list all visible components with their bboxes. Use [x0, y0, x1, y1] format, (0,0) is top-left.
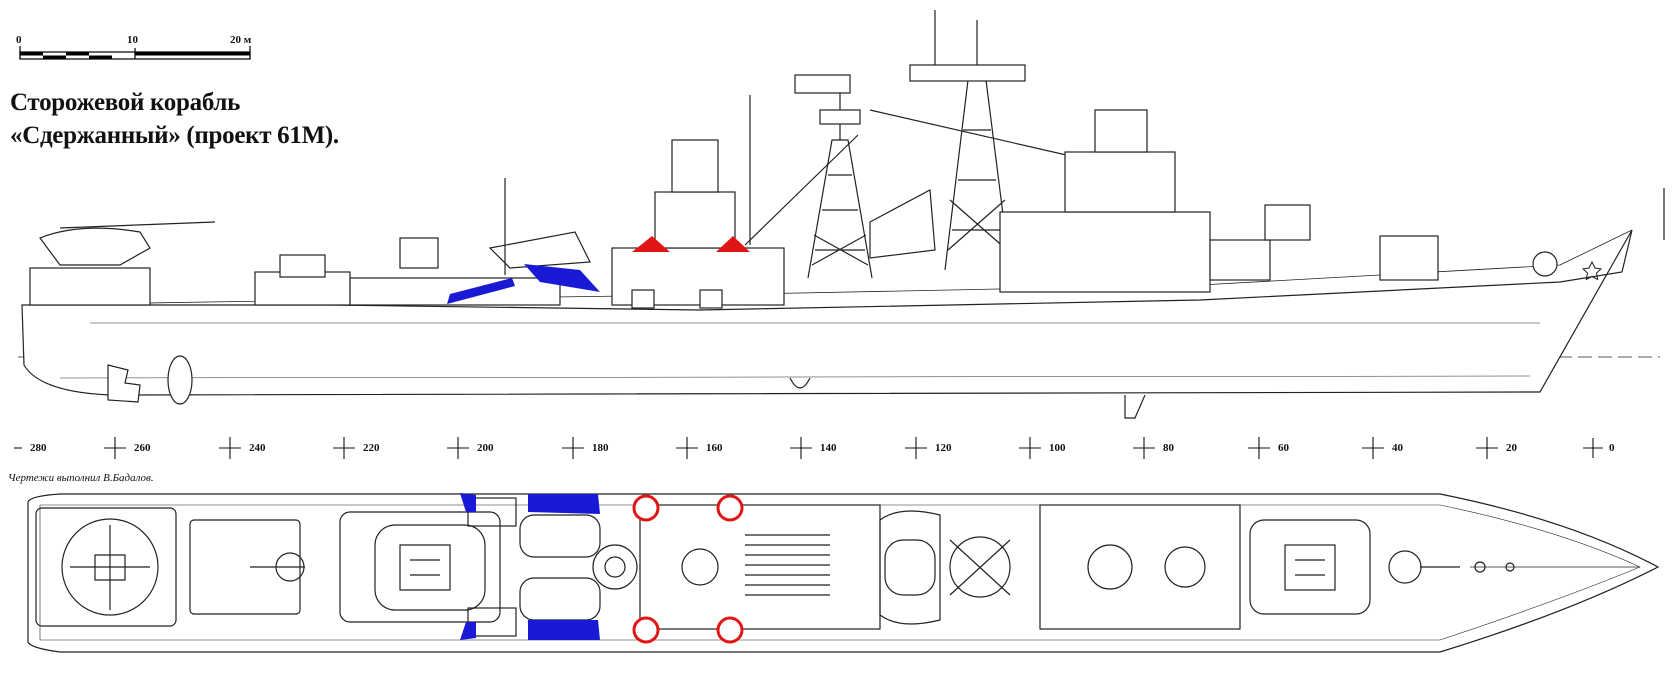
- forward-superstructure-top: [1039, 504, 1241, 630]
- radar-red-markers-top: [632, 494, 744, 644]
- launcher-highlights-side: [447, 236, 750, 304]
- hull-outline: [21, 229, 1633, 396]
- frame-label-260: 260: [134, 442, 151, 454]
- radar-dome-red-2: [716, 236, 750, 252]
- deck-outline: [27, 493, 1660, 653]
- funnel: [869, 189, 936, 259]
- star-icon: [1581, 260, 1603, 281]
- frame-label-160: 160: [706, 442, 723, 454]
- frame-label-120: 120: [935, 442, 952, 454]
- launcher-highlights-top: [460, 493, 600, 640]
- helicopter: [39, 227, 151, 266]
- aft-deckhouse-top: [339, 511, 501, 623]
- sam-launcher-top-stbd-fwd: [528, 620, 600, 640]
- radar-marker-3: [632, 616, 660, 644]
- scale-label-10: 10: [127, 34, 138, 46]
- sam-launcher-top-stbd-aft: [460, 622, 476, 640]
- sam-launcher-top-port-aft: [460, 493, 476, 512]
- frame-label-140: 140: [820, 442, 837, 454]
- radar-marker-4: [716, 616, 744, 644]
- frame-label-40: 40: [1392, 442, 1403, 454]
- title-line-2: «Сдержанный» (проект 61М).: [10, 122, 339, 149]
- frame-label-0: 0: [1609, 442, 1615, 454]
- frame-label-180: 180: [592, 442, 609, 454]
- funnel-top: [879, 510, 941, 625]
- drawing-title: Сторожевой корабль «Сдержанный» (проект …: [10, 86, 339, 152]
- sam-launcher-top-port-fwd: [528, 494, 600, 514]
- frame-label-60: 60: [1278, 442, 1289, 454]
- scale-bar-graphic: [19, 46, 251, 60]
- radar-dome-red-1: [632, 236, 670, 252]
- frame-label-100: 100: [1049, 442, 1066, 454]
- frame-label-240: 240: [249, 442, 266, 454]
- drawing-credit: Чертежи выполнил В.Бадалов.: [8, 472, 154, 484]
- sam-launcher-fwd-side: [524, 264, 600, 292]
- sam-launcher-aft-side: [447, 278, 515, 304]
- radar-marker-1: [632, 494, 660, 522]
- frame-label-20: 20: [1506, 442, 1517, 454]
- helicopter-top: [70, 525, 150, 610]
- frame-label-80: 80: [1163, 442, 1174, 454]
- title-line-1: Сторожевой корабль: [10, 89, 241, 116]
- aft-deckhouse: [29, 267, 151, 306]
- propeller: [167, 355, 193, 405]
- frame-label-200: 200: [477, 442, 494, 454]
- scale-label-20: 20 м: [230, 34, 252, 46]
- scale-label-0: 0: [16, 34, 22, 46]
- helipad: [35, 507, 177, 627]
- forward-deckhouse: [999, 211, 1211, 293]
- radar-marker-2: [716, 494, 744, 522]
- frame-label-280: 280: [30, 442, 47, 454]
- rudder: [107, 364, 141, 403]
- frame-label-220: 220: [363, 442, 380, 454]
